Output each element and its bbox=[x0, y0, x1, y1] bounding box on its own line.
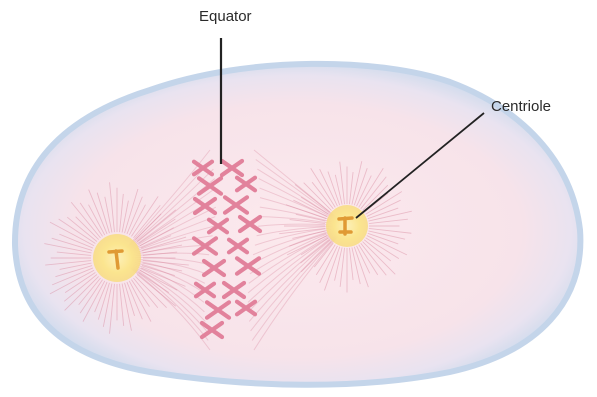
equator-label: Equator bbox=[199, 9, 252, 24]
centrosome-left bbox=[93, 234, 141, 282]
centrosome-right bbox=[326, 205, 368, 247]
centriole-label: Centriole bbox=[491, 99, 551, 114]
